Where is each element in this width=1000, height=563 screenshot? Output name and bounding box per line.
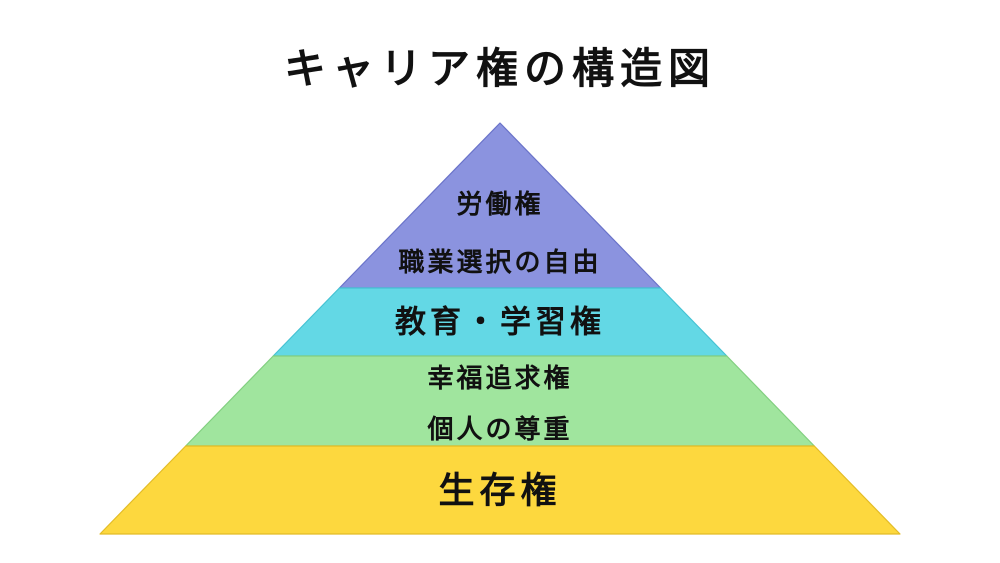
page-title: キャリア権の構造図 bbox=[283, 45, 716, 92]
layer-1-label-labor-right: 労働権 bbox=[456, 189, 543, 219]
layer-3-label-pursuit-of-happiness: 幸福追求権 bbox=[427, 363, 572, 393]
layer-3-label-respect-of-individual: 個人の尊重 bbox=[426, 414, 572, 444]
layer-4-label-right-to-life: 生存権 bbox=[438, 470, 561, 511]
layer-2-label-education-learning: 教育・学習権 bbox=[395, 305, 605, 340]
pyramid-layer-4-shape bbox=[99, 445, 901, 535]
layer-1-label-occupation-choice: 職業選択の自由 bbox=[398, 247, 601, 277]
